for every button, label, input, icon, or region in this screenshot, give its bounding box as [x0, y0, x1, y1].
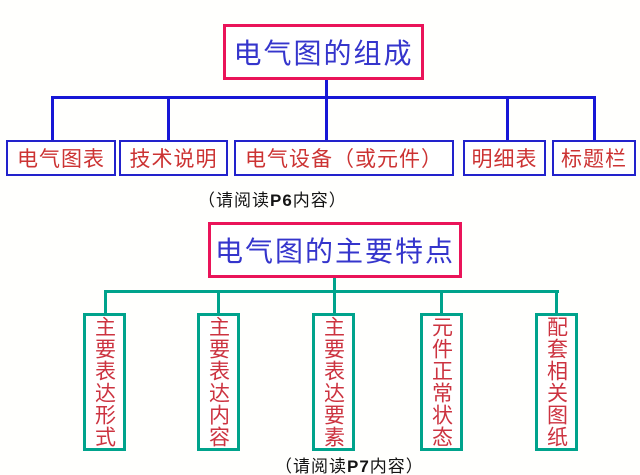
features-drop-line-2	[217, 290, 220, 314]
composition-node-technical-notes: 技术说明	[119, 140, 228, 176]
features-node-component-normal-state: 元件正常状态	[420, 313, 463, 451]
composition-bus-line	[51, 96, 596, 99]
composition-node-equipment: 电气设备（或元件）	[234, 140, 454, 176]
composition-drop-line-1	[51, 96, 54, 141]
caption-prefix: （请阅读	[198, 191, 270, 210]
features-node-main-content: 主要表达内容	[197, 313, 240, 451]
read-p6-caption: （请阅读P6内容）	[198, 186, 347, 211]
composition-drop-line-5	[593, 96, 596, 141]
caption-page-number: P6	[270, 191, 293, 210]
read-p7-caption: （请阅读P7内容）	[275, 452, 424, 475]
features-bus-line	[104, 290, 559, 293]
composition-center-stem-line	[325, 80, 328, 141]
features-title-box: 电气图的主要特点	[208, 222, 462, 278]
features-center-stem-line	[333, 278, 336, 314]
features-node-main-form: 主要表达形式	[83, 313, 126, 451]
features-drop-line-5	[555, 290, 558, 314]
features-node-related-drawings: 配套相关图纸	[535, 313, 578, 451]
caption-suffix: 内容）	[369, 457, 424, 475]
features-drop-line-1	[104, 290, 107, 314]
caption-prefix: （请阅读	[275, 457, 347, 475]
composition-node-charts: 电气图表	[6, 140, 116, 176]
features-node-main-elements: 主要表达要素	[312, 313, 355, 451]
composition-title-box: 电气图的组成	[223, 24, 424, 80]
caption-page-number: P7	[347, 457, 370, 475]
features-drop-line-4	[440, 290, 443, 314]
composition-node-detail-list: 明细表	[463, 140, 546, 176]
composition-node-title-block: 标题栏	[552, 140, 636, 176]
composition-drop-line-4	[506, 96, 509, 141]
caption-suffix: 内容）	[292, 191, 347, 210]
composition-drop-line-2	[167, 96, 170, 141]
